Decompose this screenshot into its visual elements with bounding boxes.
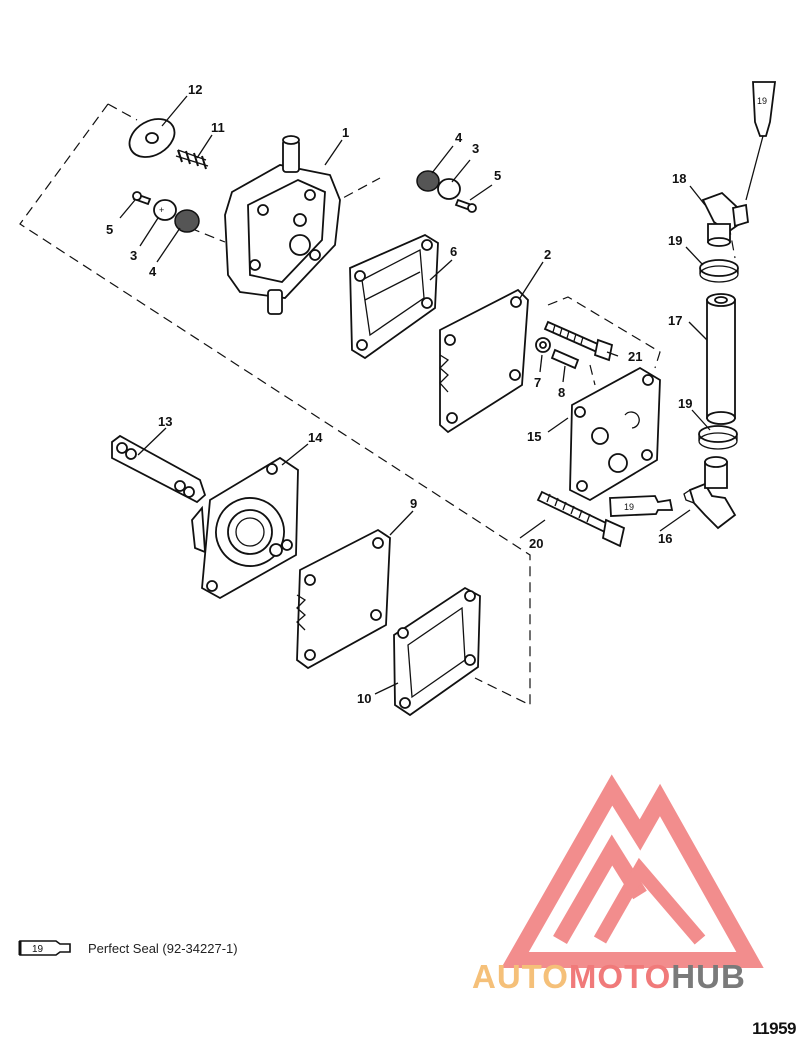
part-3-valve-right <box>437 178 461 200</box>
part-4-screen-right <box>416 170 440 192</box>
callout-19-upper: 19 <box>668 233 682 248</box>
sealant-tube-lower: 19 <box>609 495 674 517</box>
callout-15: 15 <box>527 429 541 444</box>
callout-17: 17 <box>668 313 682 328</box>
part-6-gasket <box>349 233 439 360</box>
part-12-disc <box>128 118 176 158</box>
part-9-diaphragm <box>296 528 391 670</box>
part-21-bolt <box>543 320 614 362</box>
part-13-link <box>111 434 207 504</box>
part-16-elbow-fitting <box>683 456 737 530</box>
part-20-bolt <box>536 490 626 548</box>
callout-14: 14 <box>308 430 323 445</box>
legend-tube-number: 19 <box>32 944 44 955</box>
sealant-tube-icon: 19 <box>18 940 71 956</box>
callout-5-right: 5 <box>494 168 501 183</box>
svg-text:19: 19 <box>757 96 767 106</box>
part-1-pump-body <box>224 135 341 315</box>
part-7-washer <box>535 337 551 353</box>
callout-8: 8 <box>558 385 565 400</box>
watermark-text: AUTOMOTOHUB <box>472 958 746 996</box>
part-15-cover <box>569 366 661 502</box>
watermark-auto: AUTO <box>472 958 569 995</box>
svg-text:19: 19 <box>624 502 634 512</box>
callout-2: 2 <box>544 247 551 262</box>
part-14-housing <box>191 456 299 600</box>
callout-10: 10 <box>357 691 371 706</box>
callout-19-lower: 19 <box>678 396 692 411</box>
callout-11: 11 <box>211 120 225 135</box>
callout-5-left: 5 <box>106 222 113 237</box>
part-19-clamp-lower <box>698 425 738 450</box>
figure-number: 11959 <box>752 1019 796 1038</box>
callout-4-right: 4 <box>455 130 463 145</box>
leader-lines <box>119 95 711 695</box>
svg-text:+: + <box>159 205 164 215</box>
part-5-screw-right <box>454 198 477 213</box>
callout-21: 21 <box>628 349 642 364</box>
callout-6: 6 <box>450 244 457 259</box>
callout-12: 12 <box>188 82 202 97</box>
part-8-plug <box>550 348 580 370</box>
callout-9: 9 <box>410 496 417 511</box>
part-10-gasket <box>393 586 481 717</box>
part-11-spring <box>175 149 209 170</box>
callout-3-left: 3 <box>130 248 137 263</box>
callout-4-left: 4 <box>149 264 157 279</box>
callout-20: 20 <box>529 536 543 551</box>
legend: 19 Perfect Seal (92-34227-1) <box>18 938 238 958</box>
watermark-logo-icon <box>501 774 764 968</box>
callout-1: 1 <box>342 125 349 140</box>
watermark-hub: HUB <box>671 958 746 995</box>
part-17-hose <box>706 293 736 425</box>
callout-7: 7 <box>534 375 541 390</box>
part-18-elbow-fitting <box>701 191 749 247</box>
part-5-screw-left <box>132 191 152 206</box>
part-3-valve-left: + <box>153 199 177 221</box>
callout-13: 13 <box>158 414 172 429</box>
callout-labels: 12 11 5 3 4 1 4 3 5 6 2 21 7 8 15 20 16 … <box>106 82 692 706</box>
part-2-diaphragm <box>439 288 529 434</box>
part-19-clamp-upper <box>699 259 739 283</box>
sealant-tube-top: 19 <box>745 81 777 201</box>
callout-18: 18 <box>672 171 686 186</box>
part-4-screen-left <box>174 209 200 233</box>
callout-3-right: 3 <box>472 141 479 156</box>
legend-text: Perfect Seal (92-34227-1) <box>88 940 238 956</box>
callout-16: 16 <box>658 531 672 546</box>
watermark-moto: MOTO <box>568 958 672 995</box>
